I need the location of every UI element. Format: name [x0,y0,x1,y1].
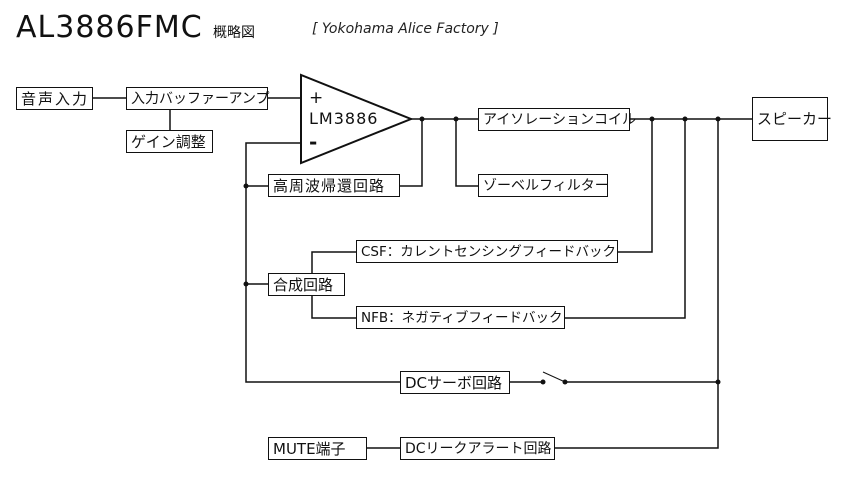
block-hf-feedback: 高周波帰還回路 [268,174,400,197]
node-bus-hf [243,183,249,189]
wire-zobel [455,119,478,187]
block-dc-leak-alert: DCリークアラート回路 [400,437,555,460]
amp-part-label: LM3886 [309,109,379,128]
credit-text: [ Yokohama Alice Factory ] [312,21,499,37]
wire-hf-feedback [400,119,423,187]
block-speaker: スピーカー [752,97,832,141]
wire-csf-return [618,119,653,253]
block-nfb: NFB：ネガティブフィードバック [356,306,565,329]
switch-contact-left [540,379,546,385]
switch-blade [542,371,566,383]
wire-dc-line [555,119,719,449]
diagram-title: AL3886FMC [16,10,203,45]
wire-nfb-return [565,119,686,319]
amp-minus-label: - [309,130,318,154]
block-zobel-filter: ゾーベルフィルター [478,174,609,197]
block-gain-adjust: ゲイン調整 [126,130,213,153]
node-bus-combiner [243,281,249,287]
wire-combiner-to-nfb [311,296,356,319]
wire-feedback-bus [245,142,400,383]
block-mute-terminal: MUTE端子 [268,437,367,460]
block-isolation-coil: アイソレーションコイル [478,108,636,131]
block-csf: CSF：カレントセンシングフィードバック [356,240,618,263]
block-audio-input: 音声入力 [16,87,93,110]
diagram-subtitle: 概略図 [213,25,255,41]
block-combiner: 合成回路 [268,273,345,296]
amplifier-triangle [300,73,414,165]
wire-combiner-to-csf [311,251,356,273]
block-dc-servo: DCサーボ回路 [400,371,510,394]
block-input-buffer: 入力バッファーアンプ [126,87,269,110]
amp-plus-label: + [309,88,324,108]
